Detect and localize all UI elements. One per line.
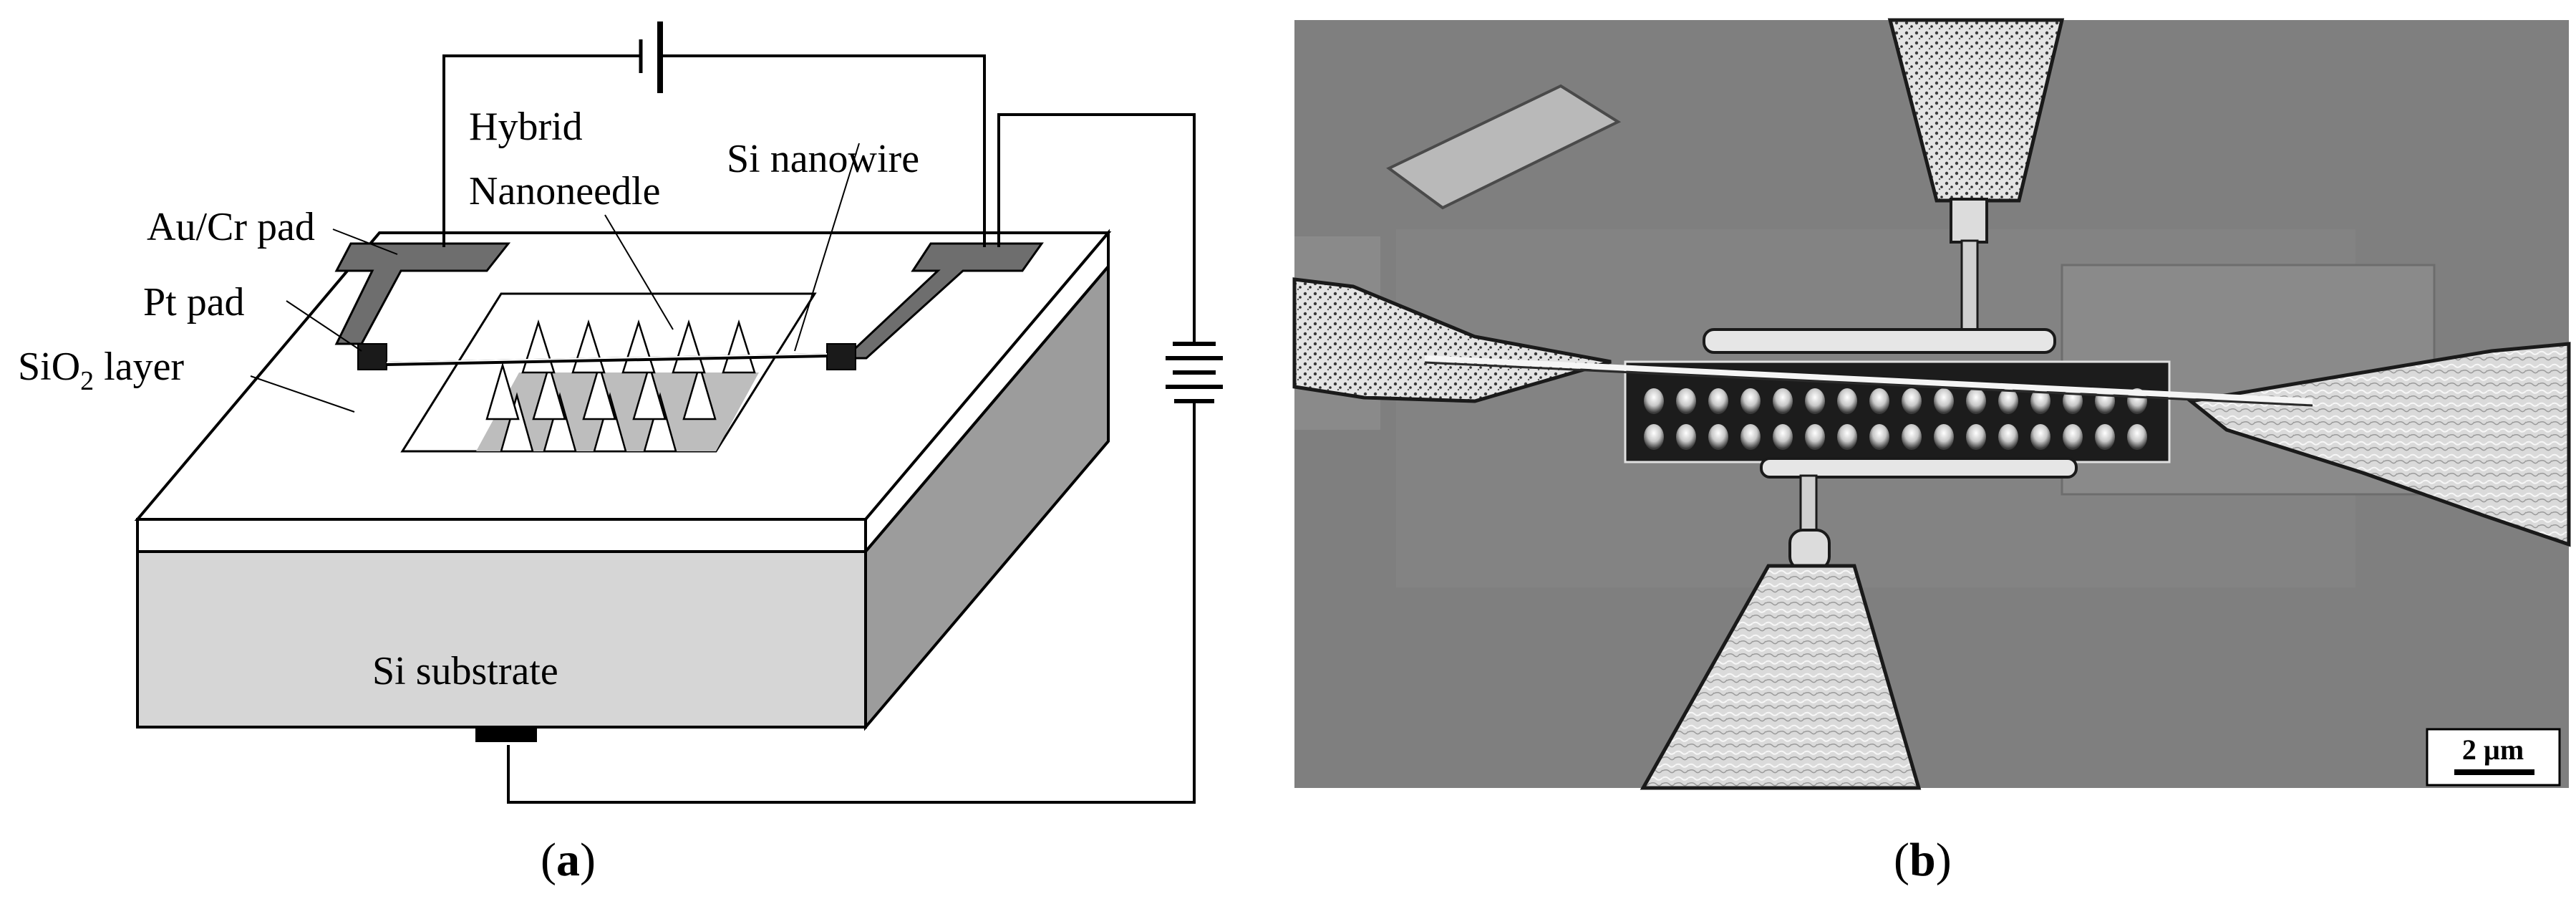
- nanoneedle: [643, 392, 677, 453]
- backside-contact: [475, 728, 537, 742]
- sem-electrode-right: [2187, 342, 2571, 547]
- scale-bar-box: [2426, 728, 2561, 787]
- label-pt-pad: Pt pad: [143, 280, 245, 324]
- pt-pad-left: [357, 343, 387, 370]
- caption-a: (a): [541, 834, 596, 886]
- sem-electrode-left: [1292, 277, 1612, 403]
- si-substrate-side: [864, 262, 1110, 731]
- panel-b-sem-image: 2 µm: [1292, 18, 2571, 790]
- scale-bar-label: 2 µm: [2462, 734, 2524, 766]
- label-hybrid: Hybrid: [469, 105, 583, 149]
- battery-top-icon: [639, 21, 663, 93]
- nanoneedle: [632, 362, 667, 420]
- sio2-layer-front: [136, 518, 867, 553]
- sem-electrode-bottom: [1640, 564, 1922, 790]
- nanoneedle: [722, 319, 756, 374]
- sem-bar-bottom: [1760, 457, 2078, 479]
- label-si-substrate: Si substrate: [372, 649, 558, 693]
- aucr-pad-right: [842, 242, 1044, 360]
- sem-electrode-top-stem: [1960, 239, 1979, 332]
- sem-nanoneedle-bumps: [1644, 388, 2147, 450]
- sem-nanowire: [1424, 355, 2313, 404]
- panel-a-schematic: Hybrid Nanoneedle Si nanowire Au/Cr pad …: [18, 21, 1223, 886]
- si-substrate-front: [136, 550, 867, 729]
- nanoneedle: [682, 362, 717, 420]
- label-sio2-layer: SiO2 layer: [18, 345, 184, 396]
- sem-electrode-bottom-stem: [1799, 474, 1818, 534]
- si-nanowire: [386, 353, 828, 366]
- nanoneedle-array: [485, 319, 756, 453]
- label-si-nanowire: Si nanowire: [727, 137, 919, 181]
- sem-electrode-bottom-stem: [1788, 529, 1831, 571]
- nanoneedle: [500, 392, 534, 453]
- sem-electrode-top-stem: [1950, 198, 1988, 244]
- nanoneedle: [593, 392, 627, 453]
- sem-nanowire-edge: [1424, 361, 2313, 407]
- nanoneedle: [582, 362, 616, 420]
- label-aucr-pad: Au/Cr pad: [147, 205, 315, 249]
- nanoneedle: [485, 362, 520, 420]
- circuit-wires: [442, 54, 1196, 804]
- caption-b: (b): [1894, 834, 1952, 886]
- leader-lines: [250, 143, 860, 413]
- nanoneedle: [532, 362, 566, 420]
- sem-tilted-pad: [1386, 84, 1622, 210]
- label-nanoneedle: Nanoneedle: [469, 169, 660, 213]
- nanoneedle: [543, 392, 577, 453]
- pt-pad-right: [826, 343, 856, 370]
- sem-electrode-top: [1887, 18, 2065, 203]
- si-nanowire-highlight: [386, 353, 828, 363]
- battery-right-icon: [1166, 342, 1223, 403]
- sem-bar-top: [1703, 328, 2056, 354]
